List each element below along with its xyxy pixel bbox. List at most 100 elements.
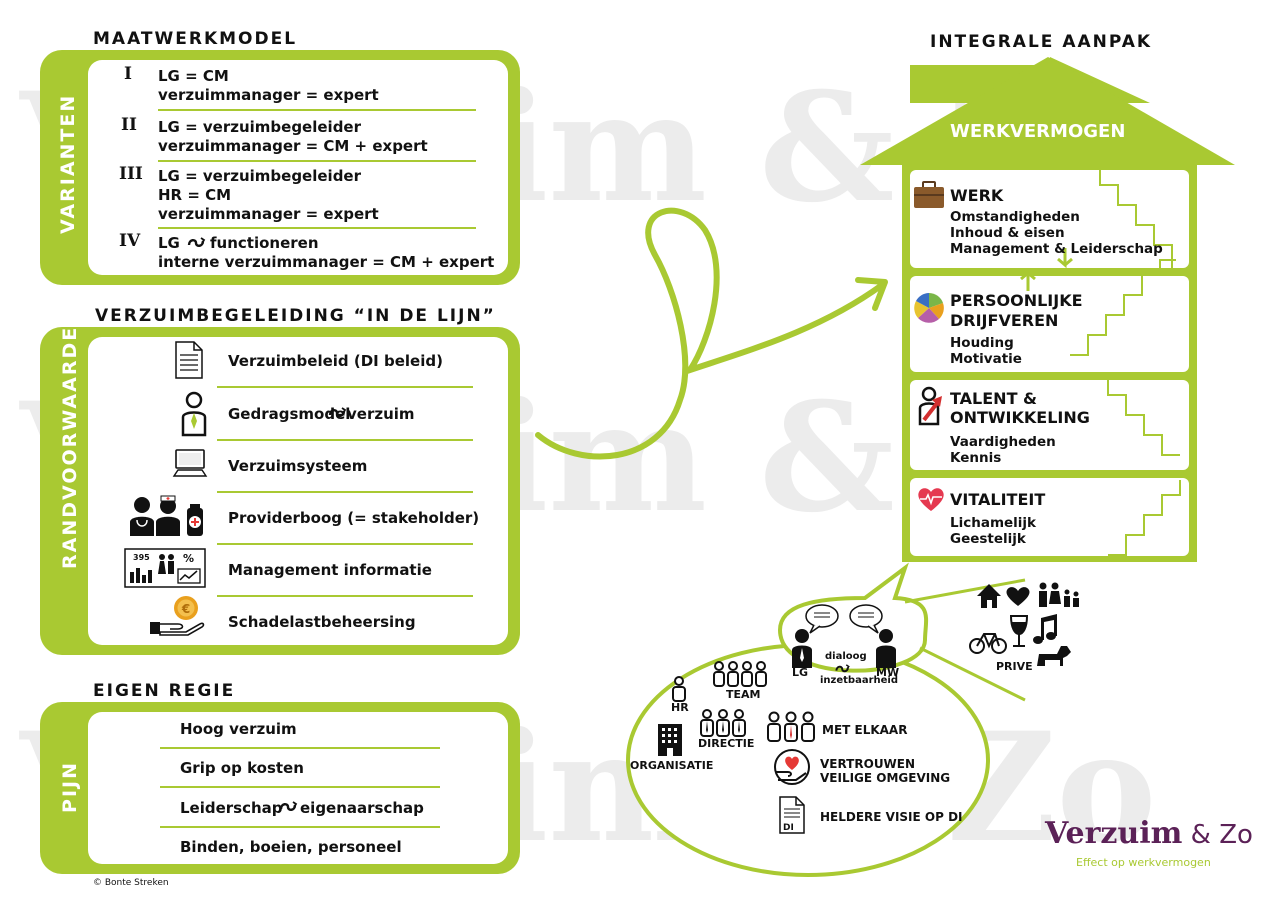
heldere-visie-label: HELDERE VISIE OP DI [820, 810, 963, 824]
separator [158, 109, 476, 111]
management-info-icon [124, 548, 206, 588]
lijn-item-4: Providerboog (= stakeholder) [228, 509, 480, 527]
regie-inner [88, 712, 508, 864]
mw-label: MW [876, 666, 900, 679]
building-icon [658, 724, 682, 756]
person-icon [181, 391, 207, 437]
house-title: INTEGRALE AANPAK [930, 32, 1153, 52]
variant-4-functioneren: functioneren [210, 234, 319, 252]
separator [158, 160, 476, 162]
separator [217, 595, 473, 597]
mgmt-number: 395 [133, 553, 150, 562]
logo-name-b: & Zo [1182, 820, 1253, 850]
regie-item-3a: Leiderschap [180, 799, 283, 817]
group-icon [767, 711, 815, 742]
team-label: TEAM [726, 688, 761, 701]
hand-coin-icon: € [150, 596, 205, 636]
maatwerk-inner [88, 60, 508, 275]
floor-3-title-1: TALENT & [950, 389, 1038, 408]
directie-label: DIRECTIE [698, 737, 755, 750]
directie-icon [700, 709, 746, 737]
floor-4-title: VITALITEIT [950, 490, 1046, 509]
lijn-item-3: Verzuimsysteem [228, 457, 368, 475]
floor-4-sub-2: Geestelijk [950, 531, 1026, 547]
prive-label: PRIVE [996, 660, 1033, 673]
interaction-icon [328, 407, 347, 417]
inzet-label: inzetbaarheid [820, 675, 899, 686]
speech-icons [805, 604, 883, 634]
separator [158, 227, 476, 229]
curved-arrow [535, 207, 888, 460]
met-elkaar-label: MET ELKAAR [822, 723, 908, 737]
lijn-item-2b: verzuim [347, 405, 415, 423]
lijn-item-1: Verzuimbeleid (DI beleid) [228, 352, 443, 370]
team-icon [713, 661, 767, 687]
roman-1: I [124, 64, 132, 84]
floor-1-sub-1: Omstandigheden [950, 209, 1080, 225]
variant-1-line-2: verzuimmanager = expert [158, 86, 379, 104]
floor-2-title-2: DRIJFVEREN [950, 311, 1059, 330]
roof-label: WERKVERMOGEN [950, 121, 1126, 142]
regie-title: EIGEN REGIE [93, 681, 236, 701]
roman-4: IV [119, 231, 141, 251]
briefcase-icon [914, 181, 944, 208]
logo-tagline: Effect op werkvermogen [1076, 856, 1211, 869]
variant-4-lg: LG [158, 234, 180, 252]
variant-2-line-2: verzuimmanager = CM + expert [158, 137, 428, 155]
varianten-tab: VARIANTEN [57, 93, 79, 234]
variant-1-line-1: LG = CM [158, 67, 229, 85]
interaction-icon [835, 664, 850, 673]
lijn-item-5: Management informatie [228, 561, 432, 579]
separator [217, 543, 473, 545]
separator [217, 491, 473, 493]
computer-icon [172, 449, 208, 477]
house-shape [860, 57, 1235, 562]
separator [160, 786, 440, 788]
pie-icon [914, 293, 944, 323]
lg-mw-persons [792, 629, 896, 668]
regie-item-4: Binden, boeien, personeel [180, 838, 402, 856]
floor-3-sub-2: Kennis [950, 450, 1002, 466]
hr-icon [672, 676, 686, 702]
floor-3-sub-1: Vaardigheden [950, 434, 1056, 450]
logo-name: Verzuim [1045, 816, 1183, 851]
floor-1-sub-3: Management & Leiderschap [950, 241, 1163, 257]
vertrouwen-label-2: VEILIGE OMGEVING [820, 771, 951, 785]
regie-item-2: Grip op kosten [180, 759, 304, 777]
separator [217, 439, 473, 441]
variant-3-line-2: HR = CM [158, 186, 232, 204]
maatwerk-panel [40, 50, 520, 285]
lijn-title: VERZUIMBEGELEIDING “IN DE LIJN” [95, 306, 496, 326]
svg-text:€: € [181, 602, 190, 616]
maatwerk-title: MAATWERKMODEL [93, 29, 298, 49]
di-label: DI [783, 823, 794, 833]
variant-4-line-2: interne verzuimmanager = CM + expert [158, 253, 495, 271]
floor-1-title: WERK [950, 186, 1004, 205]
separator [160, 826, 440, 828]
prive-icons [969, 582, 1079, 666]
organisatie-label: ORGANISATIE [630, 759, 714, 772]
floor-2-sub-2: Motivatie [950, 351, 1022, 367]
copyright: © Bonte Streken [93, 878, 169, 888]
variant-3-line-3: verzuimmanager = expert [158, 205, 379, 223]
mgmt-percent: % [183, 552, 195, 565]
floor-1-sub-2: Inhoud & eisen [950, 225, 1065, 241]
separator [217, 386, 473, 388]
providers-icon [130, 495, 203, 536]
floor-4-sub-1: Lichamelijk [950, 515, 1037, 531]
logo: Verzuim & Zo [1045, 816, 1253, 851]
floor-2-sub-1: Houding [950, 335, 1014, 351]
regie-item-3b: eigenaarschap [300, 799, 424, 817]
talent-growth-icon [918, 386, 942, 426]
lijn-item-6: Schadelastbeheersing [228, 613, 416, 631]
policy-document-icon [779, 796, 805, 834]
roman-2: II [121, 115, 137, 135]
trust-icon [774, 749, 810, 785]
pijn-tab: PIJN [59, 761, 81, 813]
floor-3-title-2: ONTWIKKELING [950, 408, 1090, 427]
heartbeat-icon [918, 488, 944, 511]
vertrouwen-label-1: VERTROUWEN [820, 757, 916, 771]
roman-3: III [119, 164, 143, 184]
regie-panel [40, 702, 520, 874]
hr-label: HR [671, 701, 689, 714]
